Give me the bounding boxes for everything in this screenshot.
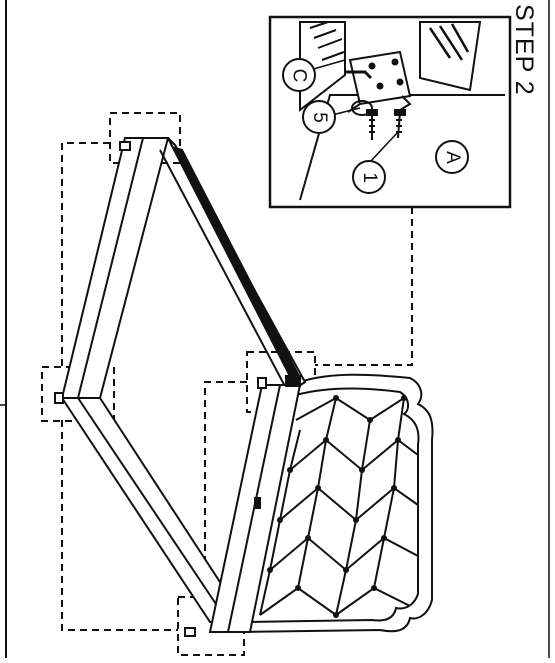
detail-inset (268, 15, 512, 209)
callout-part-5: 5 (302, 100, 336, 134)
callout-part-c: C (282, 58, 316, 92)
bed-frame (54, 137, 307, 637)
step-title: STEP 2 (510, 4, 538, 96)
callout-part-a: A (435, 140, 469, 174)
tuft-buttons (267, 395, 407, 618)
callout-part-1: 1 (352, 160, 386, 194)
